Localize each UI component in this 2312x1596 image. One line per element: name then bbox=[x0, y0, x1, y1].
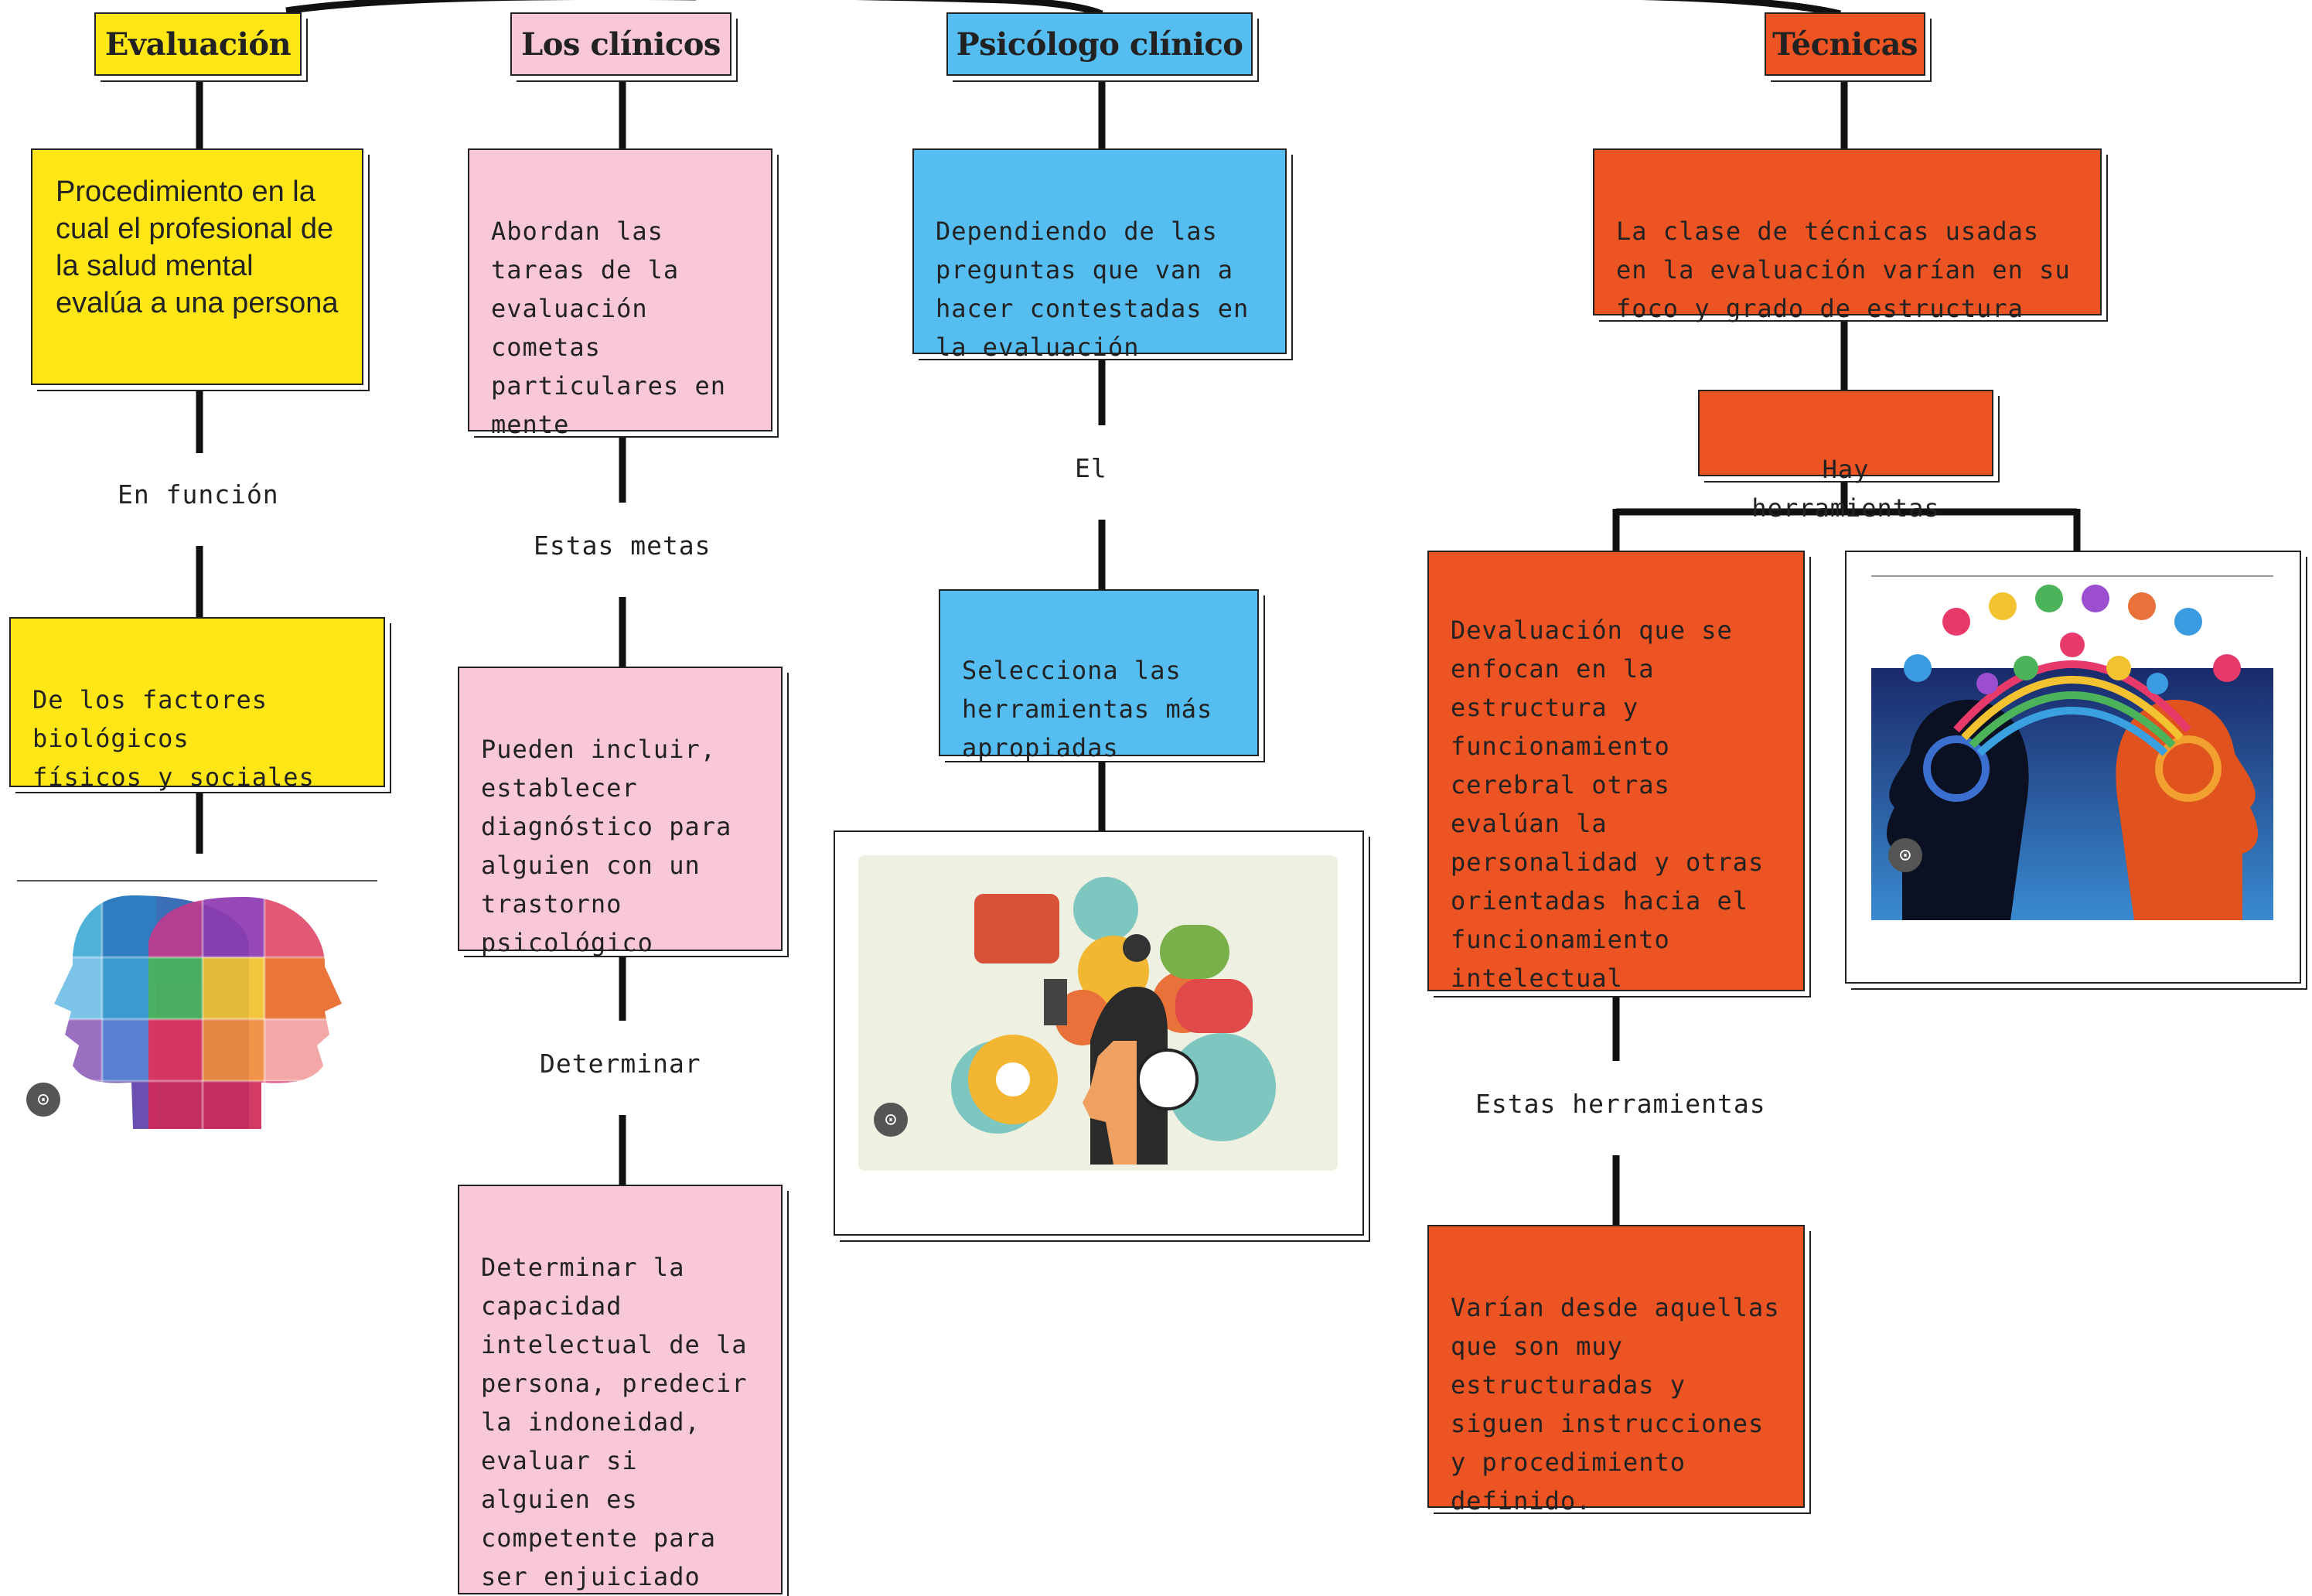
clinicos-determine: Determinar la capacidad intelectual de l… bbox=[481, 1253, 748, 1591]
evaluacion-factors: De los factores biológicos físicos y soc… bbox=[32, 685, 315, 792]
lens-icon[interactable]: ⊙ bbox=[26, 1083, 60, 1117]
gears-mind-image-frame: ⊙ bbox=[834, 830, 1364, 1236]
evaluacion-factors-box: De los factores biológicos físicos y soc… bbox=[9, 617, 385, 792]
psicologo-connector-label: El bbox=[1075, 453, 1107, 483]
tecnicas-tools: Hay herramientas bbox=[1751, 455, 1940, 523]
tecnicas-tools-box: Hay herramientas bbox=[1698, 390, 1993, 523]
clinicos-determine-box: Determinar la capacidad intelectual de l… bbox=[458, 1185, 783, 1594]
tecnicas-evaluation: Devaluación que se enfocan en la estruct… bbox=[1451, 616, 1765, 993]
clinicos-tasks-box: Abordan las tareas de la evaluación come… bbox=[468, 148, 772, 439]
heads-network-image-frame: ⊙ bbox=[1845, 551, 2301, 984]
tecnicas-title: Técnicas bbox=[1772, 26, 1918, 63]
tecnicas-evaluation-box: Devaluación que se enfocan en la estruct… bbox=[1427, 551, 1805, 993]
evaluacion-definition-box: Procedimiento en la cual el profesional … bbox=[31, 148, 363, 385]
tecnicas-range-box: Varían desde aquellas que son muy estruc… bbox=[1427, 1225, 1805, 1516]
tecnicas-connector-label: Estas herramientas bbox=[1475, 1089, 1766, 1119]
lens-icon[interactable]: ⊙ bbox=[874, 1103, 908, 1137]
tecnicas-range: Varían desde aquellas que son muy estruc… bbox=[1451, 1293, 1780, 1516]
clinicos-goals: Pueden incluir, establecer diagnóstico p… bbox=[481, 735, 732, 957]
heads-network-image: ⊙ bbox=[1871, 575, 2273, 920]
clinicos-title: Los clínicos bbox=[521, 26, 721, 63]
evaluacion-header: Evaluación bbox=[94, 12, 302, 76]
clinicos-goals-box: Pueden incluir, establecer diagnóstico p… bbox=[458, 667, 783, 957]
tecnicas-class: La clase de técnicas usadas en la evalua… bbox=[1616, 217, 2071, 323]
evaluacion-title: Evaluación bbox=[104, 26, 292, 63]
clinicos-connector-label-1: Estas metas bbox=[534, 530, 711, 561]
psicologo-depending-box: Dependiendo de las preguntas que van a h… bbox=[912, 148, 1287, 362]
psicologo-header: Psicólogo clínico bbox=[946, 12, 1253, 76]
clinicos-header: Los clínicos bbox=[510, 12, 731, 76]
psicologo-title: Psicólogo clínico bbox=[956, 26, 1243, 63]
evaluacion-definition: Procedimiento en la cual el profesional … bbox=[56, 176, 339, 319]
clinicos-connector-label-2: Determinar bbox=[540, 1049, 701, 1079]
psicologo-depending: Dependiendo de las preguntas que van a h… bbox=[936, 217, 1250, 362]
tecnicas-class-box: La clase de técnicas usadas en la evalua… bbox=[1593, 148, 2102, 323]
psicologo-selects-box: Selecciona las herramientas más apropiad… bbox=[939, 589, 1259, 762]
clinicos-tasks: Abordan las tareas de la evaluación come… bbox=[491, 217, 726, 439]
evaluacion-connector-label: En función bbox=[118, 479, 279, 510]
gears-mind-image: ⊙ bbox=[858, 855, 1338, 1171]
psicologo-selects: Selecciona las herramientas más apropiad… bbox=[962, 656, 1213, 762]
puzzle-heads-image: ⊙ bbox=[17, 880, 377, 1135]
tecnicas-header: Técnicas bbox=[1765, 12, 1925, 76]
lens-icon[interactable]: ⊙ bbox=[1888, 838, 1922, 872]
